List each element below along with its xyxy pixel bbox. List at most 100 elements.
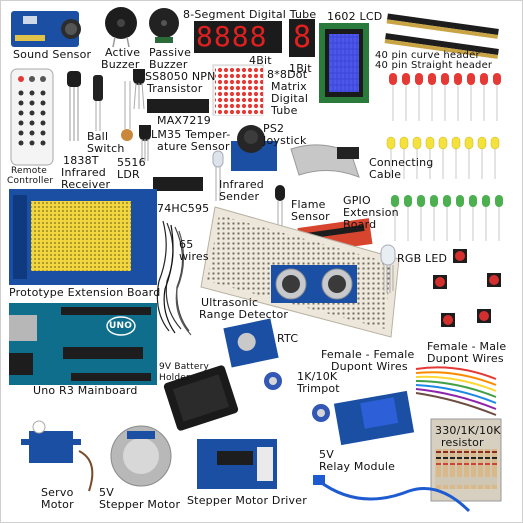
label-uno-mainboard: Uno R3 Mainboard (33, 384, 138, 397)
label-ir-sender-1: Infrared (219, 178, 264, 191)
label-ultrasonic-2: Range Detector (199, 308, 289, 321)
label-flame-1: Flame (291, 198, 326, 211)
relay-module (333, 390, 415, 446)
label-flame-2: Sensor (291, 210, 330, 223)
stepper-motor-driver (197, 439, 277, 489)
label-ball-switch-1: Ball (87, 130, 109, 143)
label-rtc: RTC (277, 332, 299, 345)
label-ultrasonic-1: Ultrasonic (201, 296, 259, 309)
ps2-joystick (231, 125, 277, 171)
label-active-buzzer-2: Buzzer (101, 58, 140, 71)
label-ss8050-2: Transistor (147, 82, 203, 95)
yellow-led-legs (390, 149, 496, 179)
label-battery-2: Holder (159, 373, 190, 383)
label-female-female-2: Dupont Wires (331, 360, 408, 373)
rgb-led (380, 244, 396, 293)
servo-motor (21, 420, 94, 492)
yellow-leds (386, 136, 500, 150)
active-buzzer (105, 7, 137, 48)
label-prototype-board: Prototype Extension Board (9, 286, 161, 299)
label-74hc595: 74HC595 (157, 202, 210, 215)
jumper-wires-65 (156, 220, 192, 336)
pin-headers (384, 13, 499, 59)
label-ir-receiver-2: Receiver (61, 178, 111, 191)
label-max7219: MAX7219 (157, 114, 211, 127)
label-trimpot-1: 1K/10K (297, 370, 338, 383)
label-trimpot-2: Trimpot (297, 382, 340, 395)
label-female-male-2: Dupont Wires (427, 352, 504, 365)
label-matrix-4: Tube (271, 104, 298, 117)
label-passive-buzzer-1: Passive (149, 46, 192, 59)
label-gpio-2: Extension (343, 206, 399, 219)
push-buttons (433, 249, 501, 327)
label-ps2-2: Joystick (263, 134, 307, 147)
label-active-buzzer-1: Active (105, 46, 141, 59)
label-straight-header: 40 pin Straight header (375, 60, 493, 71)
seg1-digit: 8 (293, 20, 312, 55)
label-servo-2: Motor (41, 498, 74, 511)
remote-controller (10, 68, 54, 166)
rtc-module (223, 318, 279, 368)
usb-cable (313, 475, 471, 513)
label-matrix-3: Digital (271, 92, 309, 105)
ic-74hc595 (153, 177, 203, 191)
trimpot-2 (312, 404, 330, 422)
photoresistor-ldr (121, 81, 133, 141)
ir-receiver-1838t (67, 71, 81, 141)
label-stepper-driver: Stepper Motor Driver (187, 494, 307, 507)
label-ir-sender-2: Sender (219, 190, 260, 203)
infrared-sender (212, 150, 224, 201)
red-led-legs (392, 85, 498, 121)
label-ir-receiver-1: Infrared (61, 166, 106, 179)
ball-switch (93, 75, 103, 131)
ribbon-cable (290, 144, 360, 178)
label-servo-1: Servo (41, 486, 74, 499)
green-leds (391, 195, 503, 207)
dupont-wires (415, 366, 497, 416)
label-lcd-1602: 1602 LCD (327, 10, 383, 23)
label-relay-1: 5V (319, 448, 334, 461)
lcd-1602-module (319, 23, 369, 103)
lm35-temperature-sensor (139, 125, 151, 161)
label-matrix-1: 8*8Dot (267, 68, 308, 81)
label-gpio-3: Board (343, 218, 377, 231)
label-connecting-2: Cable (369, 168, 402, 181)
stepper-motor (110, 425, 172, 487)
flame-sensor (275, 185, 285, 229)
label-connecting-1: Connecting (369, 156, 434, 169)
passive-buzzer (149, 8, 179, 43)
arduino-uno-board (9, 303, 157, 385)
seven-segment-1bit (289, 19, 315, 57)
ic-max7219 (147, 99, 209, 113)
red-leds (389, 73, 501, 85)
label-passive-buzzer-2: Buzzer (149, 58, 188, 71)
label-rgb-led: RGB LED (397, 252, 448, 265)
label-ball-switch-2: Switch (87, 142, 125, 155)
label-stepper-motor-1: 5V (99, 486, 114, 499)
sound-sensor-module (11, 11, 81, 47)
label-lm35-2: ature Sensor (157, 140, 230, 153)
uno-logo-text: UNO (109, 321, 133, 331)
label-ldr-1: 5516 (117, 156, 146, 169)
battery-holder-9v (163, 365, 239, 431)
label-matrix-2: Matrix (271, 80, 307, 93)
seven-segment-4bit (194, 21, 282, 53)
resistor-pack (430, 418, 502, 502)
label-remote-2: Controller (7, 176, 54, 186)
label-remote-1: Remote (11, 166, 47, 176)
label-curve-header: 40 pin curve header (375, 50, 480, 61)
label-stepper-motor-2: Stepper Motor (99, 498, 181, 511)
label-lm35-1: LM35 Temper- (151, 128, 231, 141)
label-resistor-1: 330/1K/10K (435, 424, 501, 437)
label-one-bit: 1Bit (289, 62, 312, 75)
label-seg-digital-tube: 8-Segment Digital Tube (183, 8, 317, 21)
label-ldr-2: LDR (117, 168, 140, 181)
label-ir-1838t: 1838T (63, 154, 99, 167)
label-wires-1: 65 (179, 238, 194, 251)
trimpot-1 (264, 372, 282, 390)
prototype-extension-board (9, 189, 157, 285)
label-relay-2: Relay Module (319, 460, 396, 473)
label-resistor-2: resistor (441, 436, 484, 449)
